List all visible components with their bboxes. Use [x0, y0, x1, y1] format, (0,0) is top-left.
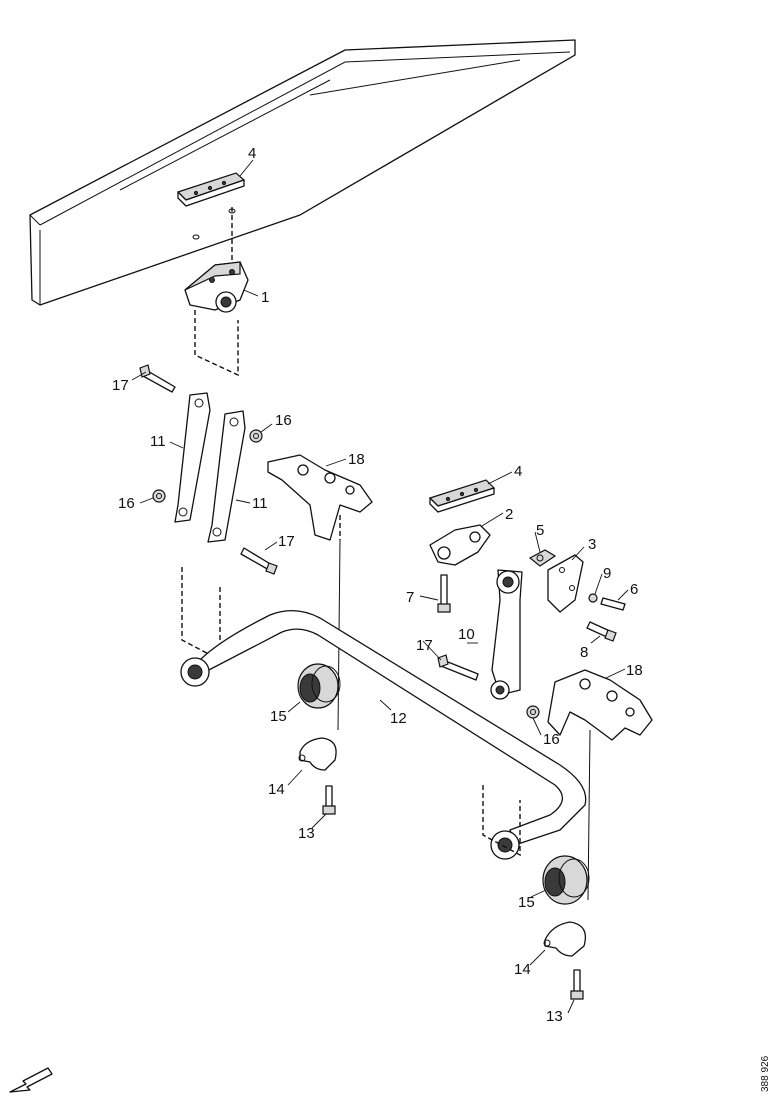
part-13-bolt-left — [322, 785, 336, 815]
part-16-nut-right — [526, 705, 540, 719]
callout-5: 5 — [536, 522, 544, 539]
callout-7: 7 — [406, 589, 414, 606]
callout-18-left: 18 — [348, 451, 365, 468]
part-11-link-left — [174, 392, 211, 523]
part-9-washer — [588, 593, 598, 603]
callout-12: 12 — [390, 710, 407, 727]
callout-10: 10 — [458, 626, 475, 643]
callout-17-left: 17 — [278, 533, 295, 550]
part-7-bolt — [437, 574, 451, 613]
part-2-bracket — [429, 524, 491, 566]
callout-14-right: 14 — [514, 961, 531, 978]
part-15-bushing-right — [542, 855, 590, 905]
callout-4-lower: 4 — [514, 463, 522, 480]
part-10-drop-link — [490, 569, 523, 700]
part-8-bolt — [586, 621, 617, 642]
callout-16-right: 16 — [543, 731, 560, 748]
part-17-bolt-right — [437, 654, 479, 681]
part-14-clamp-right — [543, 921, 587, 957]
callout-15-right: 15 — [518, 894, 535, 911]
callout-9: 9 — [603, 565, 611, 582]
part-17-bolt-left — [240, 547, 278, 575]
callout-4-upper: 4 — [248, 145, 256, 162]
callout-18-right: 18 — [626, 662, 643, 679]
callout-13-right: 13 — [546, 1008, 563, 1025]
part-14-clamp-left — [298, 737, 337, 771]
part-17-bolt-upper — [139, 364, 176, 393]
arrow-down-left-icon — [9, 1067, 53, 1093]
part-16-nut-upper — [249, 429, 263, 443]
part-5-washer — [528, 549, 557, 567]
part-18-bracket-right — [547, 669, 653, 741]
callout-8: 8 — [580, 644, 588, 661]
callout-11-right: 11 — [252, 495, 268, 512]
part-4-plate-lower — [428, 479, 496, 513]
part-1-upper-bracket — [184, 261, 249, 313]
callout-11-left: 11 — [150, 433, 166, 450]
callout-13-left: 13 — [298, 825, 315, 842]
callout-6: 6 — [630, 581, 638, 598]
part-18-bracket-left — [267, 454, 373, 541]
callout-17-right: 17 — [416, 637, 433, 654]
callout-15-left: 15 — [270, 708, 287, 725]
part-12-stabilizer-bar — [180, 610, 587, 860]
callout-14-left: 14 — [268, 781, 285, 798]
callout-labels: 4 1 17 11 16 16 11 17 18 4 2 5 3 9 6 7 8… — [112, 145, 643, 1025]
callout-16-left: 16 — [118, 495, 135, 512]
leader-lines — [131, 159, 629, 1014]
part-3-plate — [547, 554, 584, 613]
document-reference: 388 926 — [760, 1055, 771, 1092]
callout-3: 3 — [588, 536, 596, 553]
part-11-link-right — [207, 410, 246, 543]
part-4-plate-upper — [176, 172, 246, 207]
callout-16-upper: 16 — [275, 412, 292, 429]
part-16-nut-left — [152, 489, 166, 503]
part-13-bolt-right — [570, 969, 584, 1000]
part-6-bolt — [600, 597, 626, 611]
callout-17-upper: 17 — [112, 377, 129, 394]
callout-1: 1 — [261, 289, 269, 306]
part-15-bushing-left — [297, 663, 341, 709]
frame-rail — [29, 39, 576, 306]
callout-2: 2 — [505, 506, 513, 523]
